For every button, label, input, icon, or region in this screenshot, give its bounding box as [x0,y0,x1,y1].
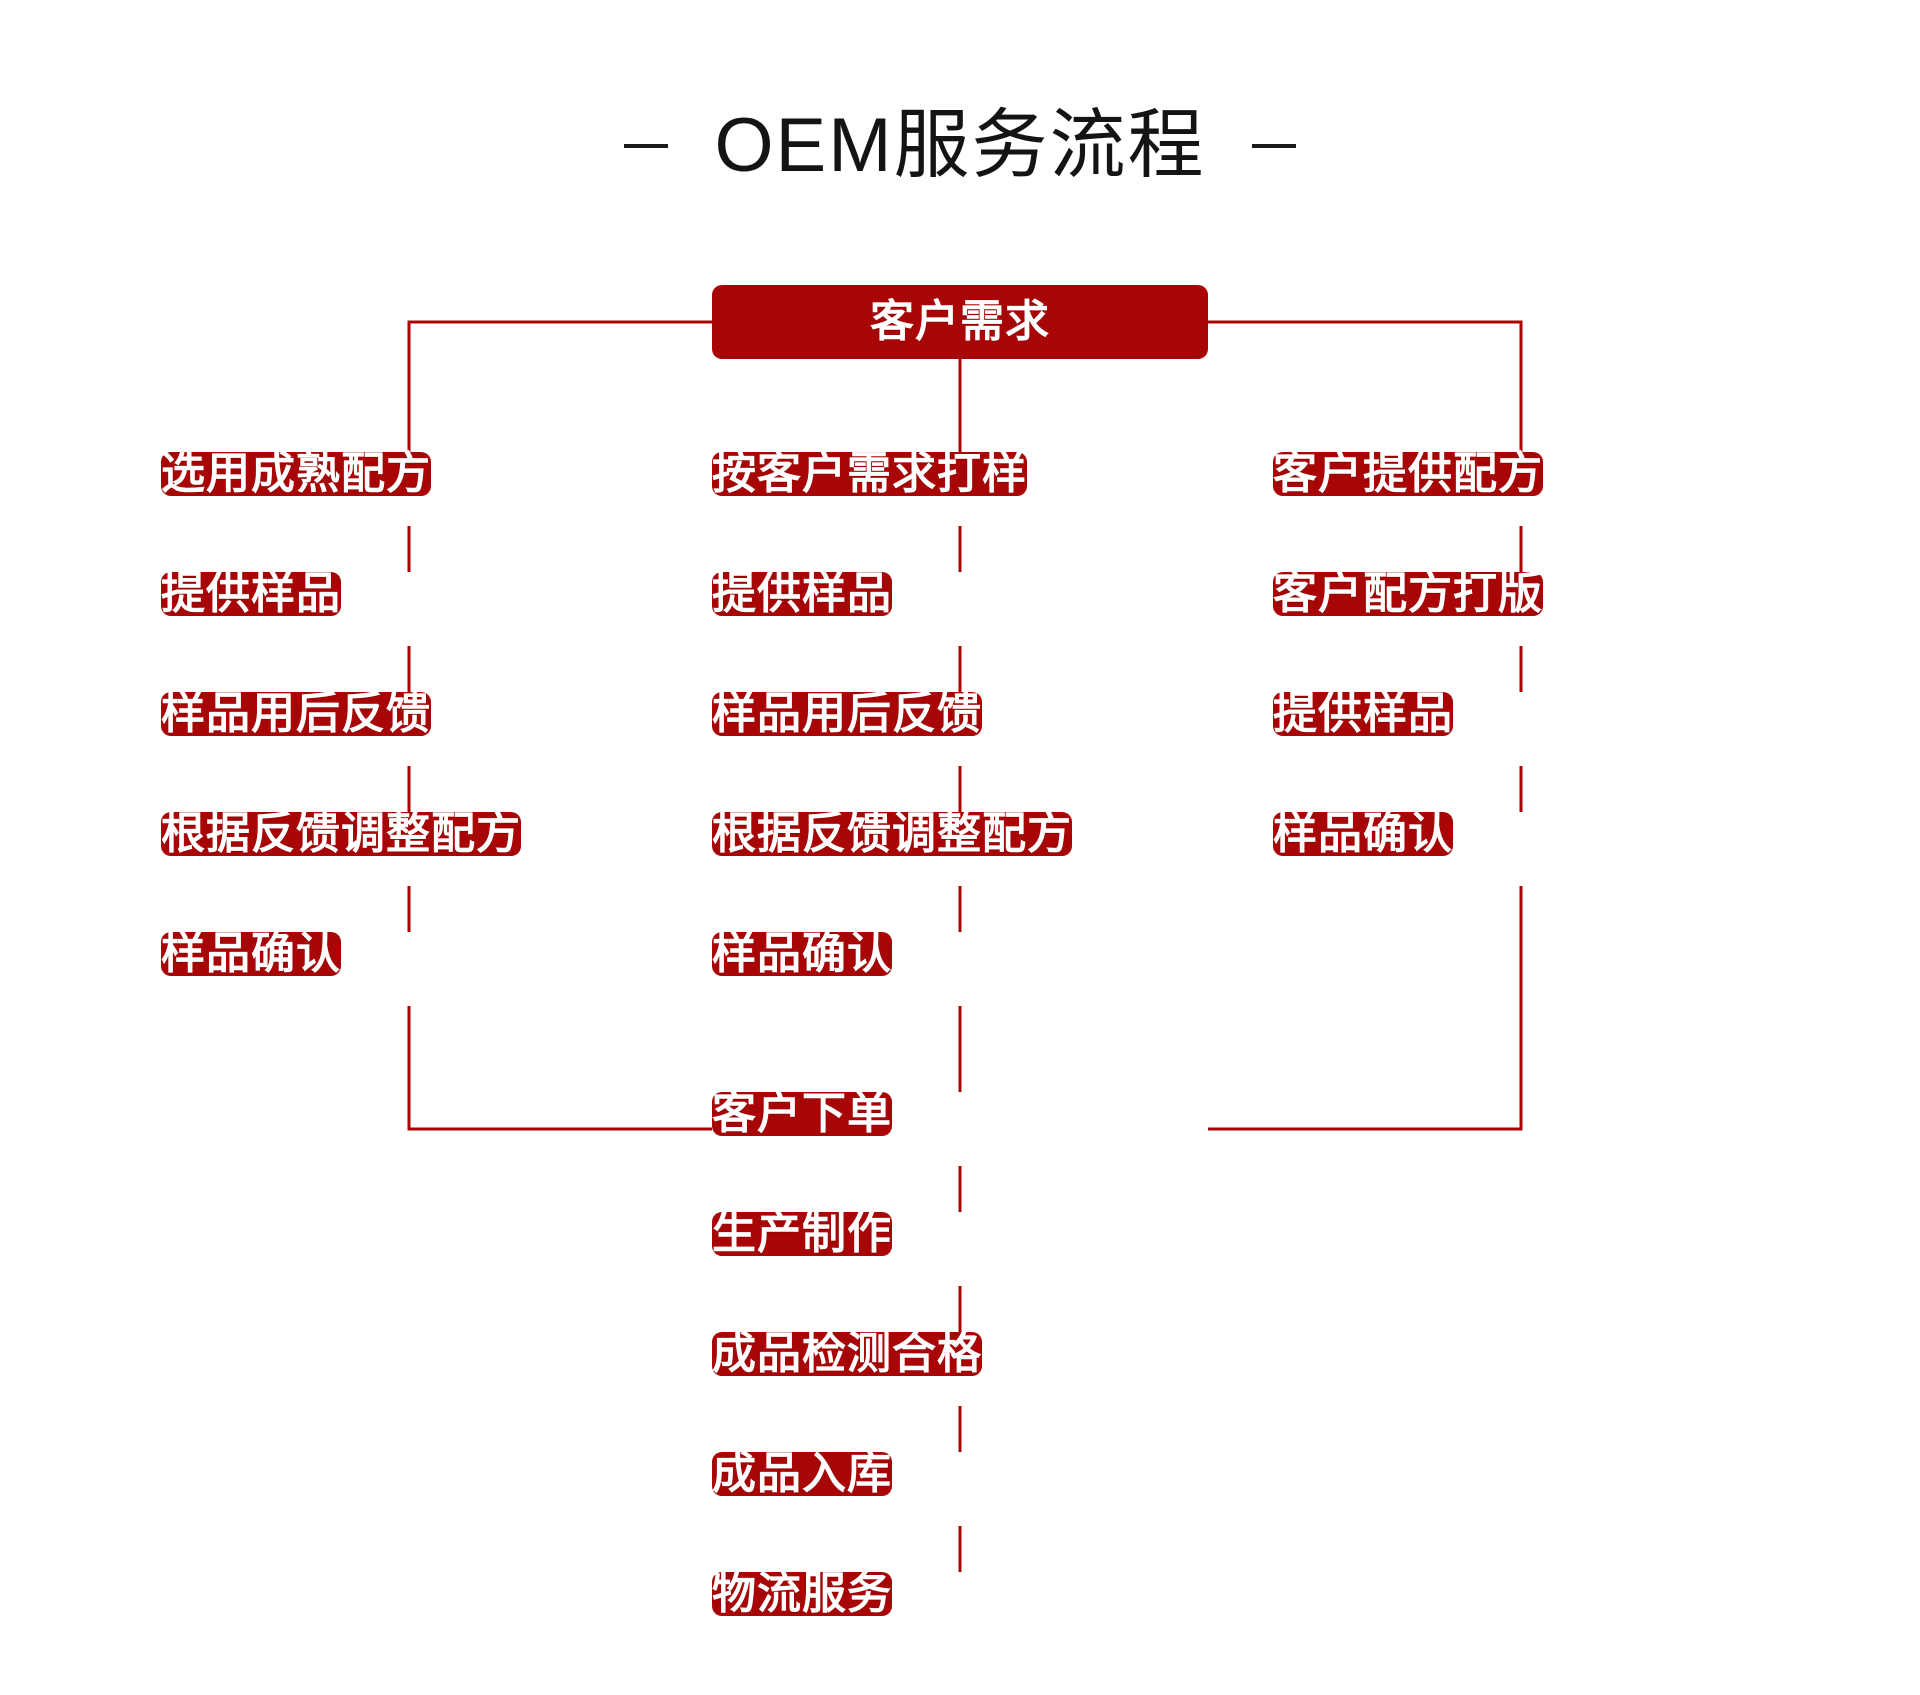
node-center-sample-feedback[interactable]: 样品用后反馈 [712,692,982,736]
node-warehousing[interactable]: 成品入库 [712,1452,892,1496]
node-label: 样品确认 [161,929,341,978]
node-left-sample-feedback[interactable]: 样品用后反馈 [161,692,431,736]
node-center-provide-sample[interactable]: 提供样品 [712,572,892,616]
node-label: 按客户需求打样 [712,449,1027,498]
edge-start-to-left [407,320,712,452]
node-label: 生产制作 [712,1209,892,1258]
node-right-sample-confirm[interactable]: 样品确认 [1273,812,1453,856]
title-dash-left-icon [624,144,669,148]
node-label: 提供样品 [161,569,341,618]
node-customer-requirement[interactable]: 客户需求 [712,285,1208,359]
title-text: OEM服务流程 [714,103,1206,188]
node-center-sample-confirm[interactable]: 样品确认 [712,932,892,976]
node-right-provide-sample[interactable]: 提供样品 [1273,692,1453,736]
node-customer-provides-formula[interactable]: 客户提供配方 [1273,452,1543,496]
node-label: 根据反馈调整配方 [712,809,1072,858]
node-label: 物流服务 [712,1569,892,1618]
node-select-mature-formula[interactable]: 选用成熟配方 [161,452,431,496]
title-dash-right-icon [1251,144,1296,148]
edge-left-to-order [407,1006,712,1131]
node-label: 样品确认 [1273,809,1453,858]
node-label: 样品用后反馈 [161,689,431,738]
node-sample-per-requirement[interactable]: 按客户需求打样 [712,452,1027,496]
node-label: 客户提供配方 [1273,449,1543,498]
node-left-sample-confirm[interactable]: 样品确认 [161,932,341,976]
node-center-adjust-formula[interactable]: 根据反馈调整配方 [712,812,1072,856]
node-label: 提供样品 [1273,689,1453,738]
edge-right-to-order [1208,886,1523,1131]
node-label: 客户需求 [870,297,1050,346]
node-label: 根据反馈调整配方 [161,809,521,858]
node-production[interactable]: 生产制作 [712,1212,892,1256]
node-label: 选用成熟配方 [161,449,431,498]
node-left-provide-sample[interactable]: 提供样品 [161,572,341,616]
node-customer-places-order[interactable]: 客户下单 [712,1092,892,1136]
node-label: 客户配方打版 [1273,569,1543,618]
node-left-adjust-formula[interactable]: 根据反馈调整配方 [161,812,521,856]
node-label: 样品确认 [712,929,892,978]
node-logistics-service[interactable]: 物流服务 [712,1572,892,1616]
node-customer-formula-proofing[interactable]: 客户配方打版 [1273,572,1543,616]
node-label: 提供样品 [712,569,892,618]
node-label: 成品入库 [712,1449,892,1498]
edge-start-to-right [1208,320,1523,452]
node-label: 客户下单 [712,1089,892,1138]
page-title: OEM服务流程 [0,96,1920,196]
node-finished-goods-inspection[interactable]: 成品检测合格 [712,1332,982,1376]
node-label: 成品检测合格 [712,1329,982,1378]
node-label: 样品用后反馈 [712,689,982,738]
